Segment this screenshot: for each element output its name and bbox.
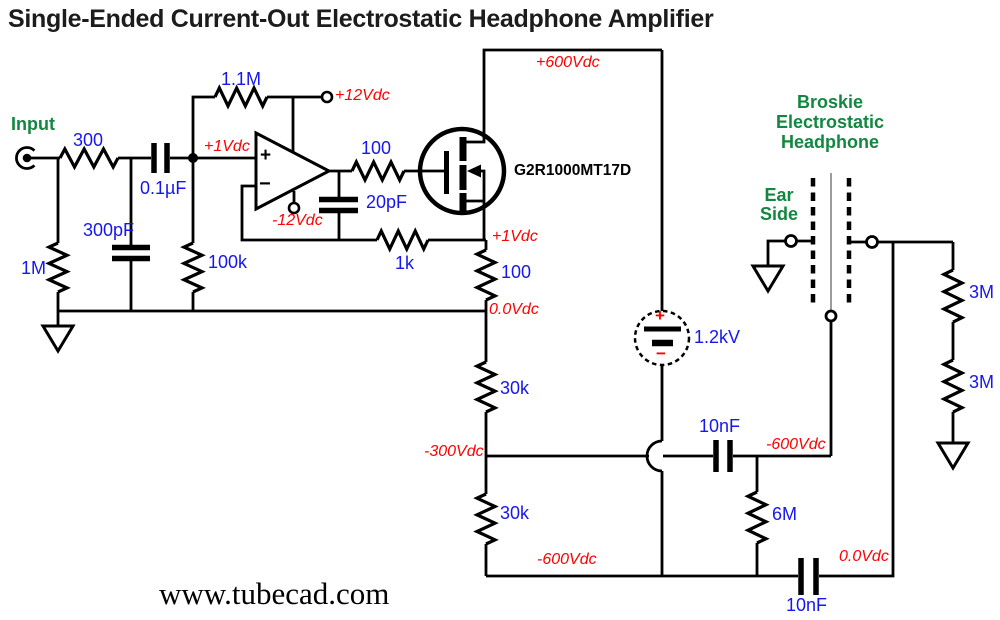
- resistor-300: [58, 145, 120, 171]
- c10nf-top-value: 10nF: [699, 416, 741, 436]
- r1k-value: 1k: [395, 253, 415, 273]
- mosfet-source-bar: [459, 193, 467, 212]
- wire-feedback: [240, 184, 486, 242]
- opamp-triangle: [254, 130, 333, 212]
- capacitors: [112, 143, 819, 595]
- capacitor-300pf: [112, 244, 150, 262]
- headphone-title: Broskie Electrostatic Headphone: [769, 92, 891, 152]
- resistor-1k: [375, 227, 430, 253]
- input-jack-pin: [22, 153, 32, 163]
- terminal-diaphragm: [824, 309, 838, 323]
- ground-symbol-left: [40, 324, 76, 354]
- r6m-value: 6M: [772, 504, 798, 524]
- battery-outline: [633, 309, 691, 367]
- input-jack-ring: [15, 146, 36, 170]
- c300pf-value: 300pF: [83, 220, 135, 240]
- mosfet-drain-bar: [459, 137, 467, 161]
- r1m-value: 1M: [21, 258, 47, 278]
- resistor-6m: [744, 490, 770, 545]
- r11m-value: 1.1M: [221, 69, 262, 89]
- r3m-lower-value: 3M: [969, 372, 995, 392]
- resistor-3m-lower: [940, 358, 966, 414]
- r100-gate-value: 100: [361, 138, 392, 158]
- battery-value: 1.2kV: [694, 327, 741, 347]
- v-pos-supply: +12Vdc: [335, 87, 390, 104]
- resistor-1m: [45, 241, 71, 294]
- wire-stator-3m: [849, 240, 955, 443]
- wire-bottom-rail: [486, 242, 895, 578]
- wire-ear-gnd: [766, 239, 813, 266]
- resistor-3m-upper: [940, 268, 966, 324]
- input-label: Input: [11, 114, 55, 134]
- ground-symbol-ear: [750, 264, 786, 294]
- v-zero-node: 0.0Vdc: [489, 301, 539, 318]
- resistor-30k-lower: [473, 492, 499, 546]
- website-credit: www.tubecad.com: [159, 576, 390, 611]
- resistor-100-gate: [350, 158, 406, 184]
- mosfet-body-bar: [459, 165, 467, 190]
- headphone-title-line2: Electrostatic: [775, 112, 885, 132]
- wire-battery: [645, 50, 664, 576]
- v-input-node: +1Vdc: [204, 138, 250, 155]
- opamp-minus-sign: −: [259, 173, 271, 195]
- terminal-stator-right: [865, 235, 879, 249]
- resistor-100k: [180, 241, 206, 294]
- ear-side-label: Ear Side: [757, 186, 801, 224]
- wire-1m-gnd-rail: [56, 158, 486, 326]
- mosfet-gate-bar: [444, 151, 449, 194]
- v-neg-supply: -12Vdc: [272, 212, 323, 229]
- mosfet-body-arrow: [467, 164, 481, 178]
- r100k-value: 100k: [208, 252, 248, 272]
- battery-1.2kv: [633, 309, 691, 367]
- wire-11m-supply: [191, 95, 322, 158]
- terminal-ear-side: [784, 234, 798, 248]
- c10nf-bottom-value: 10nF: [786, 595, 828, 615]
- resistor-100-source: [473, 248, 499, 302]
- r30k-lower-value: 30k: [500, 503, 530, 523]
- ground-symbol-right: [935, 441, 971, 471]
- capacitor-10nf-bottom: [798, 558, 819, 595]
- resistor-30k-upper: [473, 360, 499, 414]
- resistor-1.1m: [213, 84, 269, 110]
- headphone-title-line1: Broskie: [796, 92, 864, 112]
- capacitor-0.1uf: [151, 143, 170, 173]
- r3m-upper-value: 3M: [969, 282, 995, 302]
- opamp-neg-supply-terminal: [287, 201, 301, 215]
- junction-dot-input-node: [188, 153, 198, 163]
- mosfet: [417, 126, 507, 216]
- wire-300v-line: [486, 321, 833, 458]
- wire-source: [466, 169, 486, 240]
- mosfet-part-number: G2R1000MT17D: [514, 162, 632, 179]
- ear-side-line2: Side: [759, 204, 798, 224]
- v-rail-top: +600Vdc: [536, 54, 600, 71]
- r100-source-value: 100: [501, 262, 532, 282]
- r30k-upper-value: 30k: [500, 378, 530, 398]
- opamp: [254, 130, 333, 215]
- ear-side-line1: Ear: [764, 185, 794, 205]
- electrostatic-headphone: [784, 173, 879, 323]
- terminals-grounds: [15, 90, 971, 471]
- c20pf-value: 20pF: [366, 192, 408, 212]
- v-rail-bottom: -600Vdc: [537, 551, 597, 568]
- pos-supply-terminal: [320, 90, 334, 104]
- v-output-node: 0.0Vdc: [839, 548, 889, 565]
- mosfet-circle: [417, 126, 507, 216]
- r300-value: 300: [73, 130, 104, 150]
- capacitor-10nf-top: [713, 440, 733, 472]
- resistors: [45, 84, 966, 546]
- battery-minus-sign: −: [656, 344, 666, 363]
- opamp-plus-sign: +: [260, 145, 272, 166]
- wire-drain-rail: [466, 48, 662, 144]
- v-source-node: +1Vdc: [492, 228, 538, 245]
- v-mid-node: -300Vdc: [424, 443, 484, 460]
- wires: [31, 48, 955, 578]
- page-title: Single-Ended Current-Out Electrostatic H…: [8, 5, 714, 33]
- c01uf-value: 0.1µF: [140, 178, 187, 198]
- v-diaphragm: -600Vdc: [766, 436, 826, 453]
- capacitor-20pf: [319, 196, 358, 214]
- battery-plus-sign: +: [655, 306, 665, 325]
- headphone-title-line3: Headphone: [780, 132, 879, 152]
